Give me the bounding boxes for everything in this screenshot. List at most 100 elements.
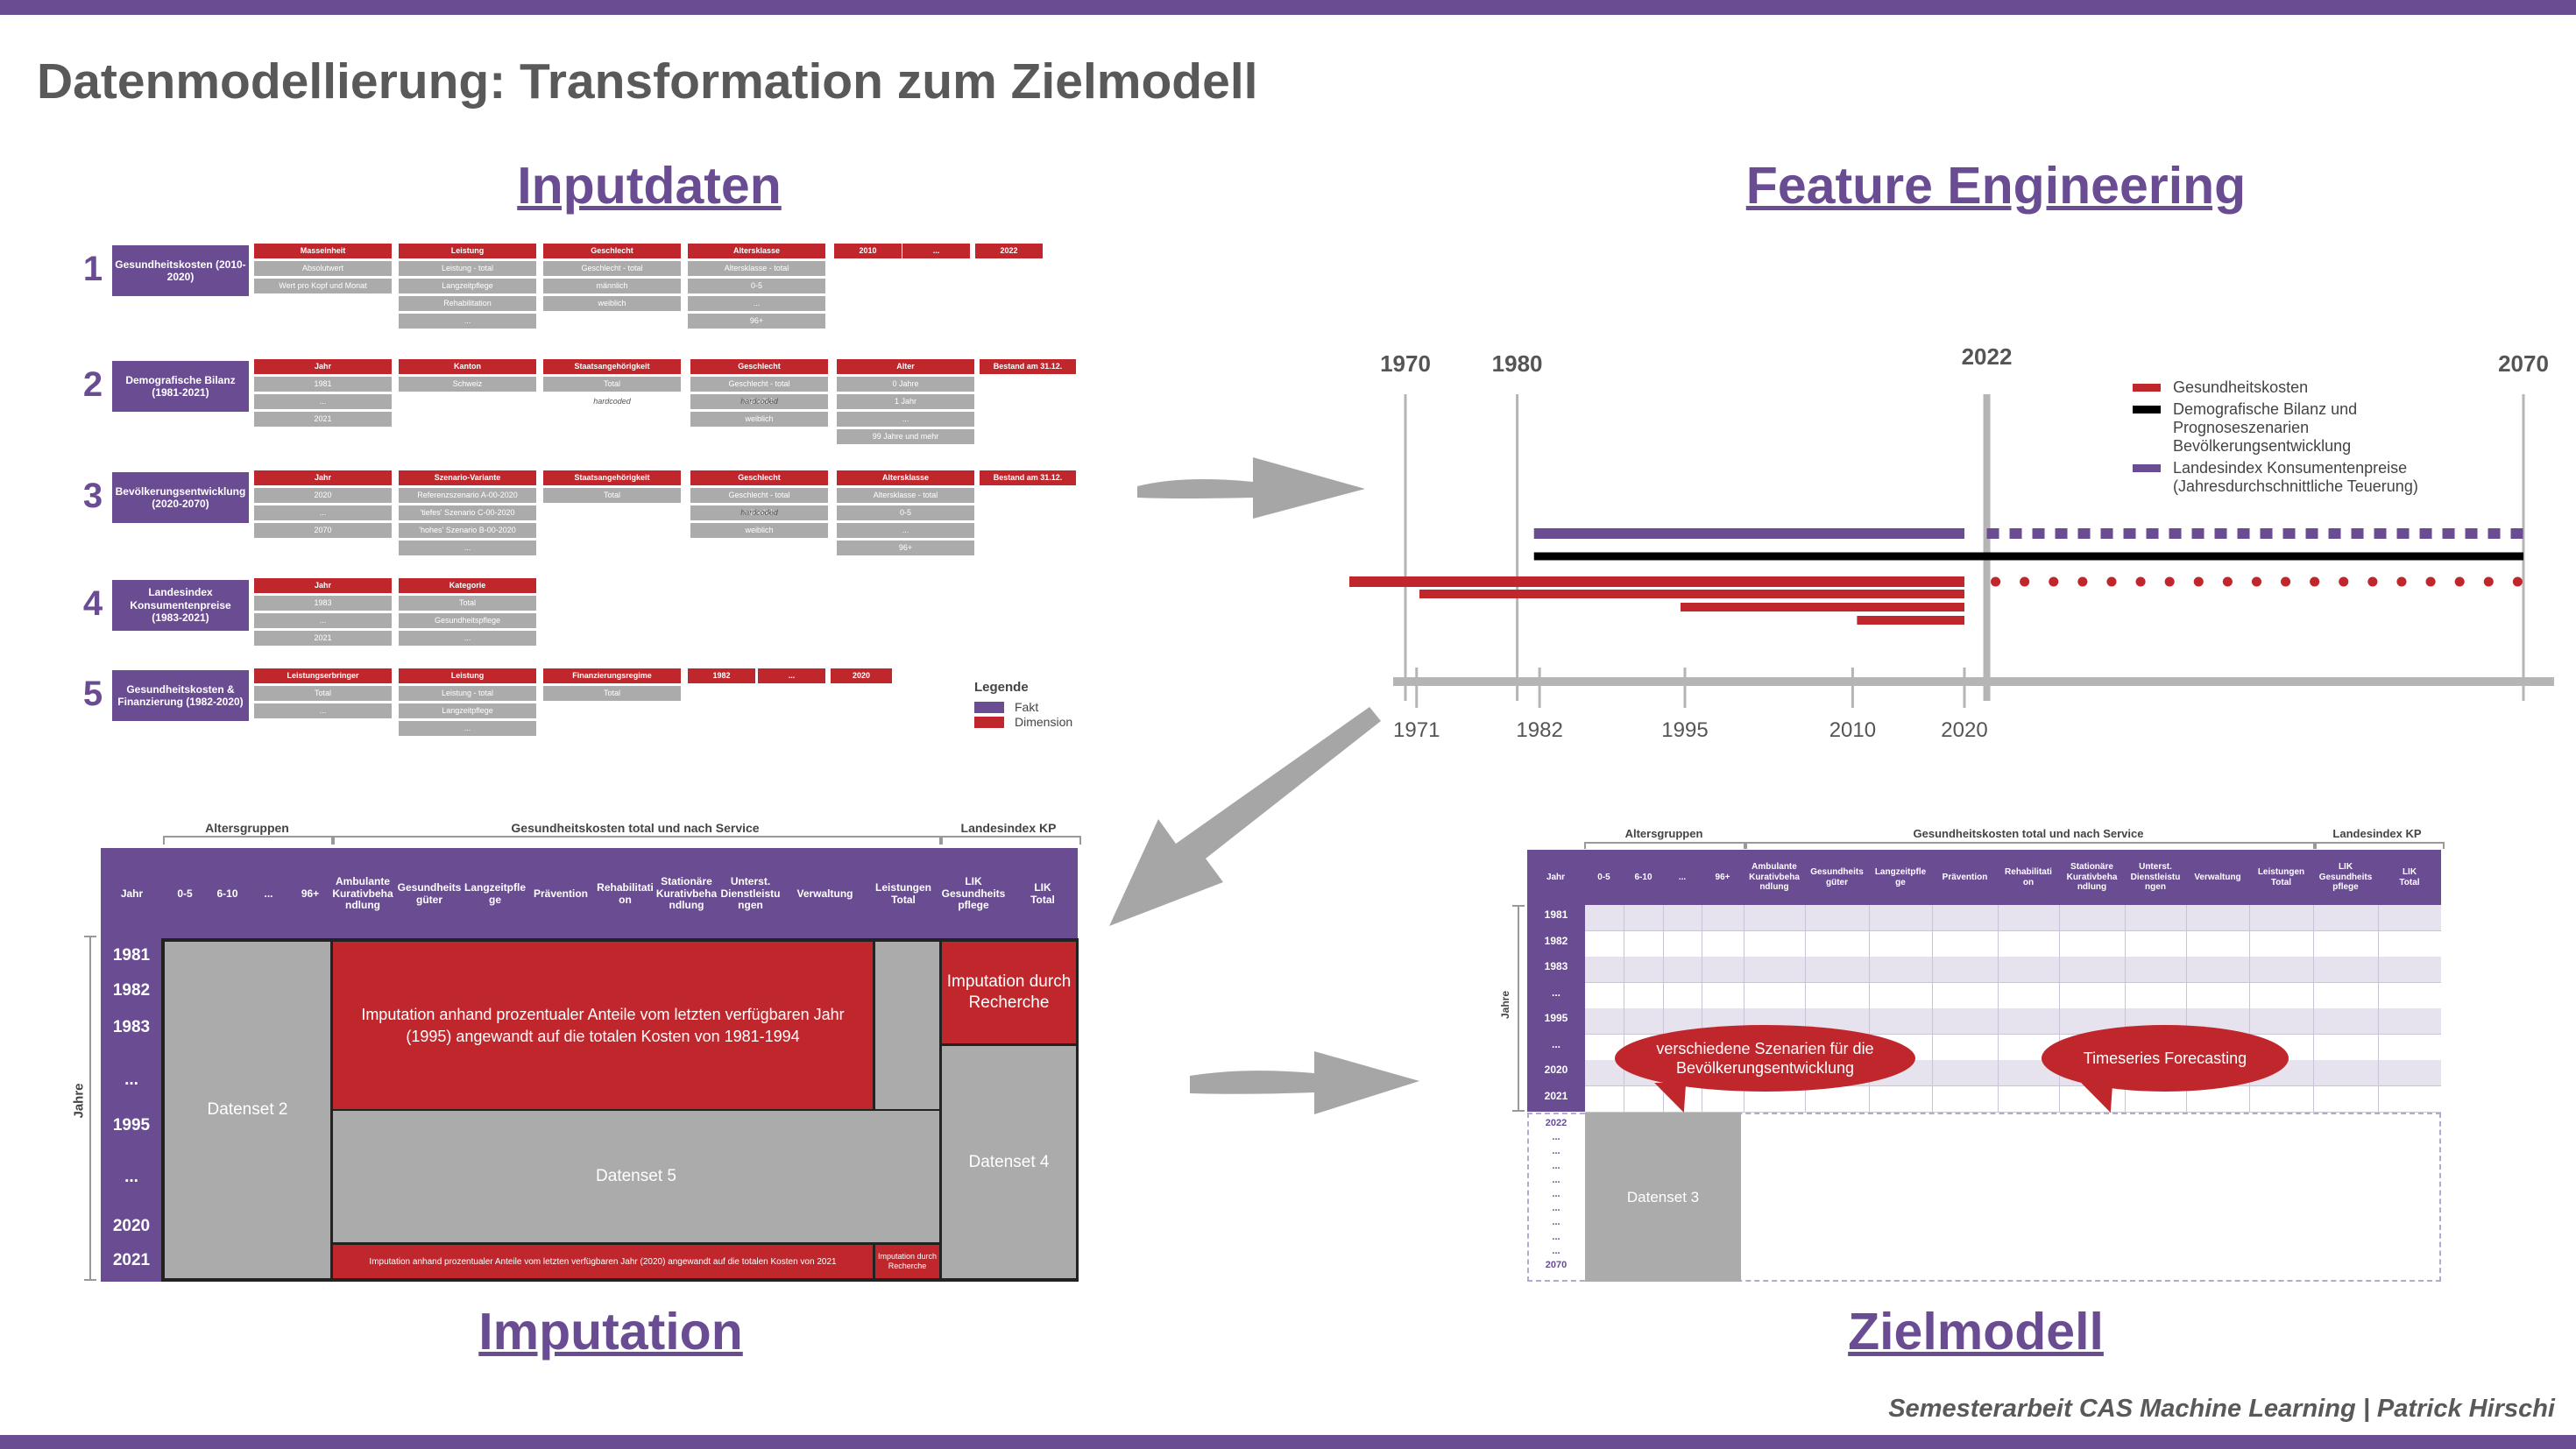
inputdaten-value-cell: 2021 bbox=[254, 412, 392, 427]
ziel-grid-col bbox=[1805, 905, 1806, 1112]
imp-column-header: Gesundheits güter bbox=[397, 880, 462, 906]
fe-bottom-year-label: 2010 bbox=[1829, 718, 1877, 742]
inputdaten-value-cell: Total bbox=[399, 596, 536, 611]
ziel-column-header: Ambulante Kurativbeha ndlung bbox=[1749, 862, 1800, 893]
inputdaten-note: hardcoded bbox=[740, 397, 778, 406]
inputdaten-note: hardcoded bbox=[593, 397, 631, 406]
inputdaten-header-cell: Bestand am 31.12. bbox=[980, 470, 1076, 485]
imp-year-column bbox=[101, 940, 162, 1282]
ziel-year-label: 1995 bbox=[1544, 1012, 1568, 1024]
arrow-down-left-icon bbox=[1109, 707, 1381, 926]
imp-column-header: LIK Gesundheits pflege bbox=[941, 874, 1006, 912]
fe-bottom-year-label: 1995 bbox=[1661, 718, 1709, 742]
page-title: Datenmodellierung: Transformation zum Zi… bbox=[37, 53, 1258, 110]
imp-year-label: 1981 bbox=[112, 946, 151, 965]
imp-axis-cap-top bbox=[84, 936, 96, 937]
ziel-grid-col bbox=[2313, 905, 2314, 1112]
inputdaten-value-cell: 'tiefes' Szenario C-00-2020 bbox=[399, 505, 536, 520]
ziel-year-label: 1983 bbox=[1544, 960, 1568, 972]
fe-legend-swatch bbox=[2133, 406, 2161, 413]
inputdaten-value-cell: ... bbox=[254, 505, 392, 520]
fe-top-year-label: 2070 bbox=[2498, 350, 2549, 377]
inputdaten-header-cell: Kanton bbox=[399, 359, 536, 374]
imp-column-header: Verwaltung bbox=[796, 887, 853, 900]
inputdaten-row-number: 4 bbox=[82, 584, 103, 623]
inputdaten-header-cell: Leistungserbringer bbox=[254, 668, 392, 683]
inputdaten-value-cell: männlich bbox=[690, 394, 828, 409]
ziel-group-label: Gesundheitskosten total und nach Service bbox=[1913, 827, 2144, 840]
inputdaten-row-label: Bevölkerungsentwicklung (2020-2070) bbox=[112, 472, 249, 523]
inputdaten-header-cell: Jahr bbox=[254, 578, 392, 593]
inputdaten-value-cell: ... bbox=[399, 541, 536, 555]
ziel-column-header: Rehabilitati on bbox=[2005, 867, 2052, 887]
imp-group-label: Landesindex KP bbox=[960, 821, 1057, 835]
ziel-grid-col bbox=[2378, 905, 2379, 1112]
imp-axis-label: Jahre bbox=[71, 1083, 87, 1119]
ziel-column-header: ... bbox=[1678, 872, 1687, 882]
ziel-column-header: Verwaltung bbox=[2194, 872, 2241, 882]
ziel-grid-col bbox=[2249, 905, 2250, 1112]
fe-legend-swatch bbox=[2133, 464, 2161, 472]
arrow-right-icon bbox=[1137, 457, 1365, 519]
inputdaten-header-cell: 2010 bbox=[834, 244, 902, 258]
ziel-forecast-year-label: ... bbox=[1552, 1203, 1560, 1214]
section-title-inputdaten: Inputdaten bbox=[517, 157, 782, 215]
ziel-forecast-year-label: 2070 bbox=[1545, 1260, 1568, 1270]
ziel-group-bracket bbox=[2313, 842, 2445, 849]
inputdaten-header-cell: Kategorie bbox=[399, 578, 536, 593]
ziel-bubble-forecasting: Timeseries Forecasting bbox=[2042, 1025, 2289, 1092]
imp-column-header: LIK Total bbox=[1030, 880, 1055, 906]
fe-top-year-label: 1980 bbox=[1491, 350, 1543, 377]
ziel-group-label: Altersgruppen bbox=[1624, 827, 1703, 840]
ziel-axis-cap bbox=[1512, 905, 1525, 907]
imp-year-label: 1983 bbox=[112, 1018, 151, 1036]
inputdaten-value-cell: weiblich bbox=[690, 412, 828, 427]
imp-block-imputation-recherche-small: Imputation durch Recherche bbox=[874, 1243, 941, 1280]
ziel-column-header: Unterst. Dienstleistu ngen bbox=[2130, 862, 2181, 893]
ziel-year-label: ... bbox=[1551, 1037, 1560, 1050]
inputdaten-value-cell: Langzeitpflege bbox=[399, 279, 536, 293]
fe-top-year-label: 2022 bbox=[1961, 343, 2013, 370]
ziel-column-header: 0-5 bbox=[1597, 872, 1610, 882]
ziel-header-bg bbox=[1527, 850, 2441, 905]
inputdaten-value-cell: Schweiz bbox=[399, 377, 536, 392]
ziel-forecast-year-label: ... bbox=[1552, 1217, 1560, 1228]
fe-bottom-year-label: 1982 bbox=[1516, 718, 1563, 742]
imp-block-datenset5: Datenset 5 bbox=[331, 1109, 941, 1244]
ziel-grid-col bbox=[1663, 905, 1664, 1112]
imp-column-header: 6-10 bbox=[216, 887, 238, 900]
imp-column-header: Langzeitpfle ge bbox=[464, 880, 527, 906]
inputdaten-row-number: 2 bbox=[82, 365, 103, 404]
fe-legend-swatch bbox=[2133, 384, 2161, 392]
legend-swatch-dimension bbox=[974, 717, 1004, 728]
inputdaten-row-label: Gesundheitskosten & Finanzierung (1982-2… bbox=[112, 670, 249, 721]
inputdaten-header-cell: Geschlecht bbox=[543, 244, 681, 258]
legend-label-fakt: Fakt bbox=[1015, 700, 1039, 714]
ziel-column-header: LIK Total bbox=[2399, 867, 2420, 887]
inputdaten-value-cell: Referenzszenario A-00-2020 bbox=[399, 488, 536, 503]
inputdaten-header-cell: Bestand am 31.12. bbox=[980, 359, 1076, 374]
inputdaten-value-cell: Altersklasse - total bbox=[837, 488, 974, 503]
ziel-forecast-year-label: ... bbox=[1552, 1189, 1560, 1199]
ziel-grid-col bbox=[2059, 905, 2060, 1112]
inputdaten-header-cell: 2022 bbox=[975, 244, 1043, 258]
ziel-column-header: LIK Gesundheits pflege bbox=[2318, 862, 2373, 893]
imp-group-label: Altersgruppen bbox=[205, 821, 289, 835]
inputdaten-value-cell: 1983 bbox=[254, 596, 392, 611]
inputdaten-header-cell: Alter bbox=[837, 359, 974, 374]
ziel-forecast-year-label: ... bbox=[1552, 1174, 1560, 1185]
feature-engineering-timeline bbox=[1349, 394, 2554, 708]
ziel-forecast-year-label: ... bbox=[1552, 1245, 1560, 1256]
imp-axis-cap-bottom bbox=[84, 1279, 96, 1281]
inputdaten-value-cell: Total bbox=[543, 686, 681, 701]
ziel-group-bracket bbox=[1584, 842, 1747, 849]
ziel-grid-col bbox=[2125, 905, 2126, 1112]
ziel-grid-row bbox=[1585, 957, 2441, 983]
inputdaten-header-cell: 2020 bbox=[831, 668, 892, 683]
inputdaten-header-cell: Szenario-Variante bbox=[399, 470, 536, 485]
ziel-year-label: 1981 bbox=[1544, 908, 1568, 921]
inputdaten-value-cell: 2020 bbox=[254, 488, 392, 503]
ziel-forecast-year-label: ... bbox=[1552, 1231, 1560, 1242]
ziel-year-label: 2021 bbox=[1544, 1089, 1568, 1102]
ziel-column-header: Jahr bbox=[1546, 872, 1566, 882]
